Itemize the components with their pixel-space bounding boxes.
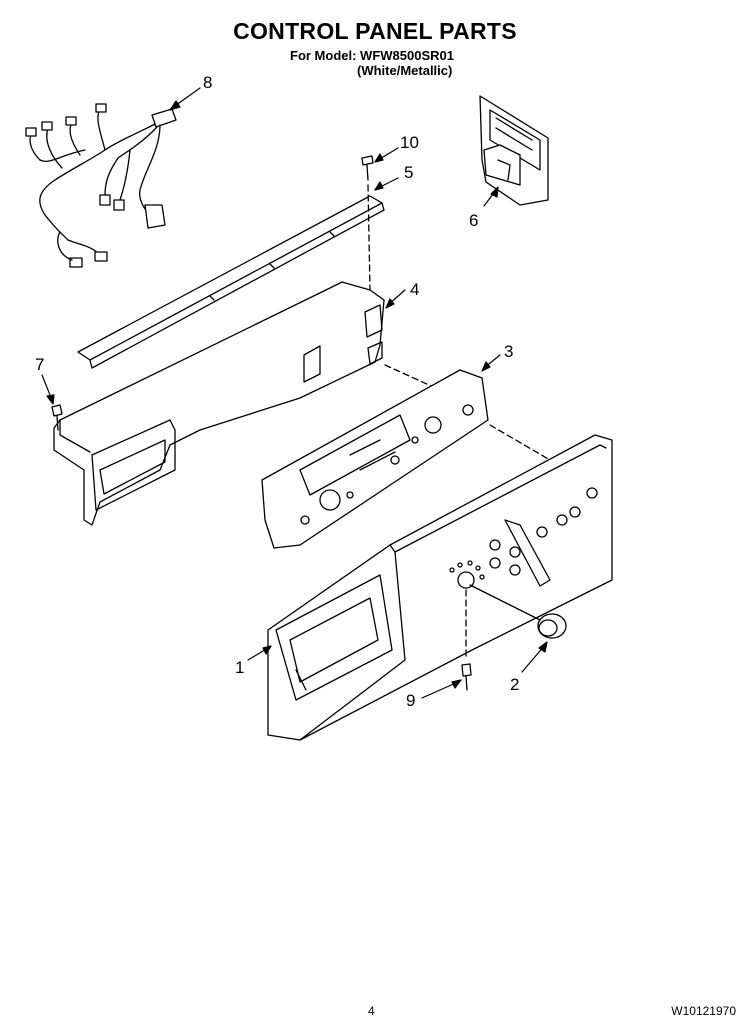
callout-4: 4 bbox=[410, 280, 419, 299]
model-info: For Model: WFW8500SR01 (White/Metallic) bbox=[290, 48, 454, 78]
screw-part-9 bbox=[461, 663, 472, 691]
callout-1: 1 bbox=[235, 658, 244, 677]
callout-9: 9 bbox=[406, 691, 415, 710]
screw-part-10 bbox=[361, 155, 374, 181]
console-bracket-part bbox=[53, 281, 385, 526]
callout-3: 3 bbox=[504, 342, 513, 361]
screw-part-7 bbox=[51, 404, 63, 431]
rail-bracket-part bbox=[77, 195, 385, 369]
callout-7: 7 bbox=[35, 355, 44, 374]
control-board-part bbox=[261, 369, 489, 549]
page-title: CONTROL PANEL PARTS bbox=[233, 18, 517, 44]
model-line: For Model: WFW8500SR01 bbox=[290, 48, 454, 63]
color-line: (White/Metallic) bbox=[357, 63, 453, 78]
document-code: W10121970 bbox=[671, 1004, 736, 1018]
callout-2: 2 bbox=[510, 675, 519, 694]
control-module-part bbox=[479, 95, 549, 206]
wire-harness-part bbox=[25, 103, 177, 268]
callout-8: 8 bbox=[203, 73, 212, 92]
page-number: 4 bbox=[368, 1004, 375, 1018]
console-panel-part bbox=[267, 434, 613, 741]
knob-part bbox=[537, 613, 567, 639]
callout-10: 10 bbox=[400, 133, 419, 152]
callout-6: 6 bbox=[469, 211, 478, 230]
callout-5: 5 bbox=[404, 163, 413, 182]
